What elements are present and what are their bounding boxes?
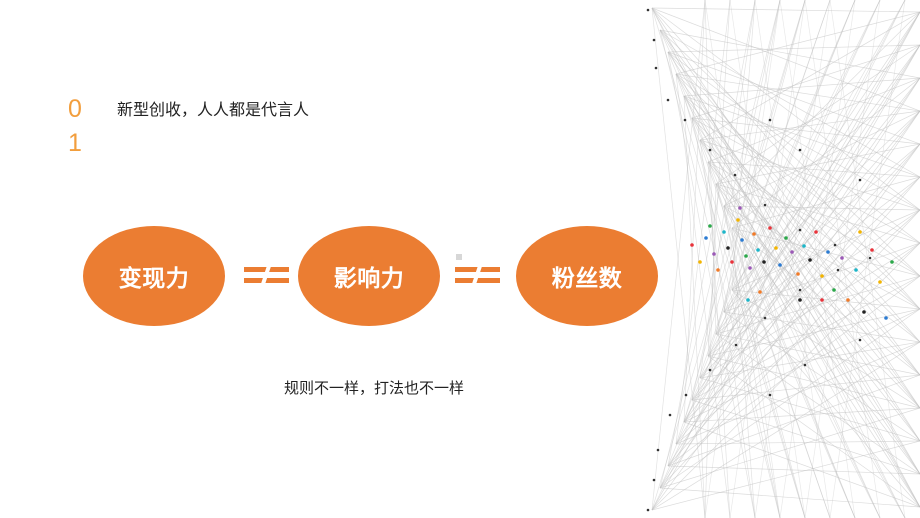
section-title: 新型创收，人人都是代言人 <box>117 100 310 119</box>
decorative-dot <box>456 254 462 260</box>
not-equal-icon <box>455 262 500 288</box>
not-equal-icon <box>244 262 289 288</box>
subtitle: 规则不一样，打法也不一样 <box>284 379 465 397</box>
concept-monetization: 变现力 <box>83 226 225 326</box>
network-mesh-icon <box>646 0 920 518</box>
concept-followers: 粉丝数 <box>516 226 658 326</box>
section-number: 0 1 <box>68 95 83 157</box>
concept-influence: 影响力 <box>298 226 440 326</box>
